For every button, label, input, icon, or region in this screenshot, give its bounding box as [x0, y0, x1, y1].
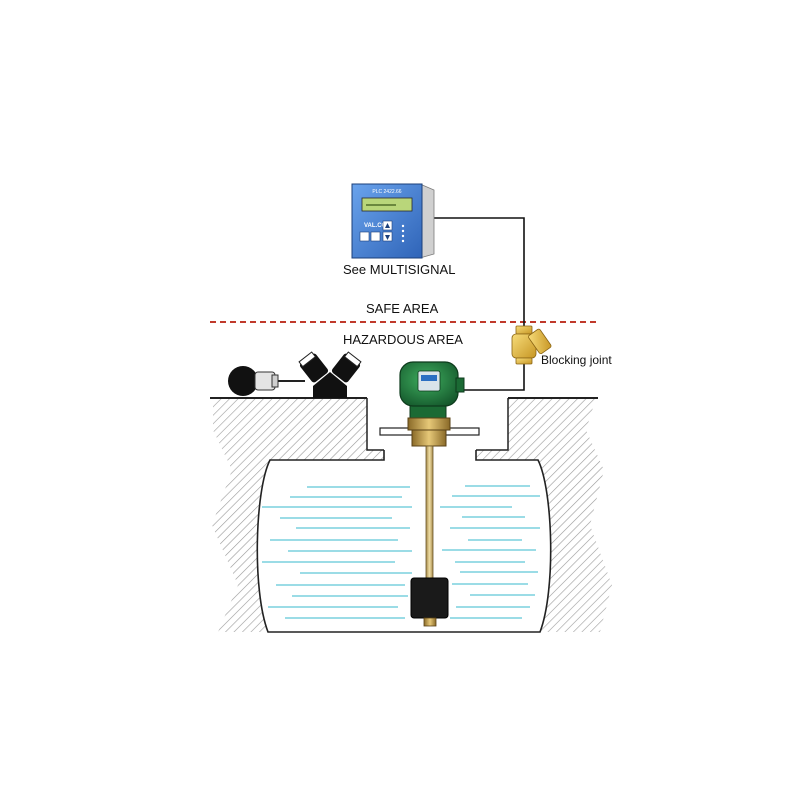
sensor-head-icon — [399, 361, 465, 419]
signal-cable-lower — [462, 360, 525, 391]
pump-icon — [228, 366, 305, 396]
controller-panel: PLC 2422.66 VAL.CO — [351, 183, 435, 259]
safe-area-label: SAFE AREA — [366, 301, 439, 316]
mounting-nut — [407, 417, 451, 447]
ground-soil — [210, 397, 612, 632]
see-multisignal-label: See MULTISIGNAL — [343, 262, 456, 277]
panel-header-text: PLC 2422.66 — [372, 189, 401, 195]
blocking-joint-icon — [511, 325, 552, 365]
liquid-level-lines — [262, 485, 540, 619]
valve-icon — [298, 351, 362, 398]
panel-brand-text: VAL.CO — [364, 223, 387, 229]
signal-cable — [432, 217, 525, 330]
hazardous-area-label: HAZARDOUS AREA — [343, 332, 463, 347]
blocking-joint-label: Blocking joint — [541, 353, 612, 367]
float-icon — [410, 577, 449, 627]
